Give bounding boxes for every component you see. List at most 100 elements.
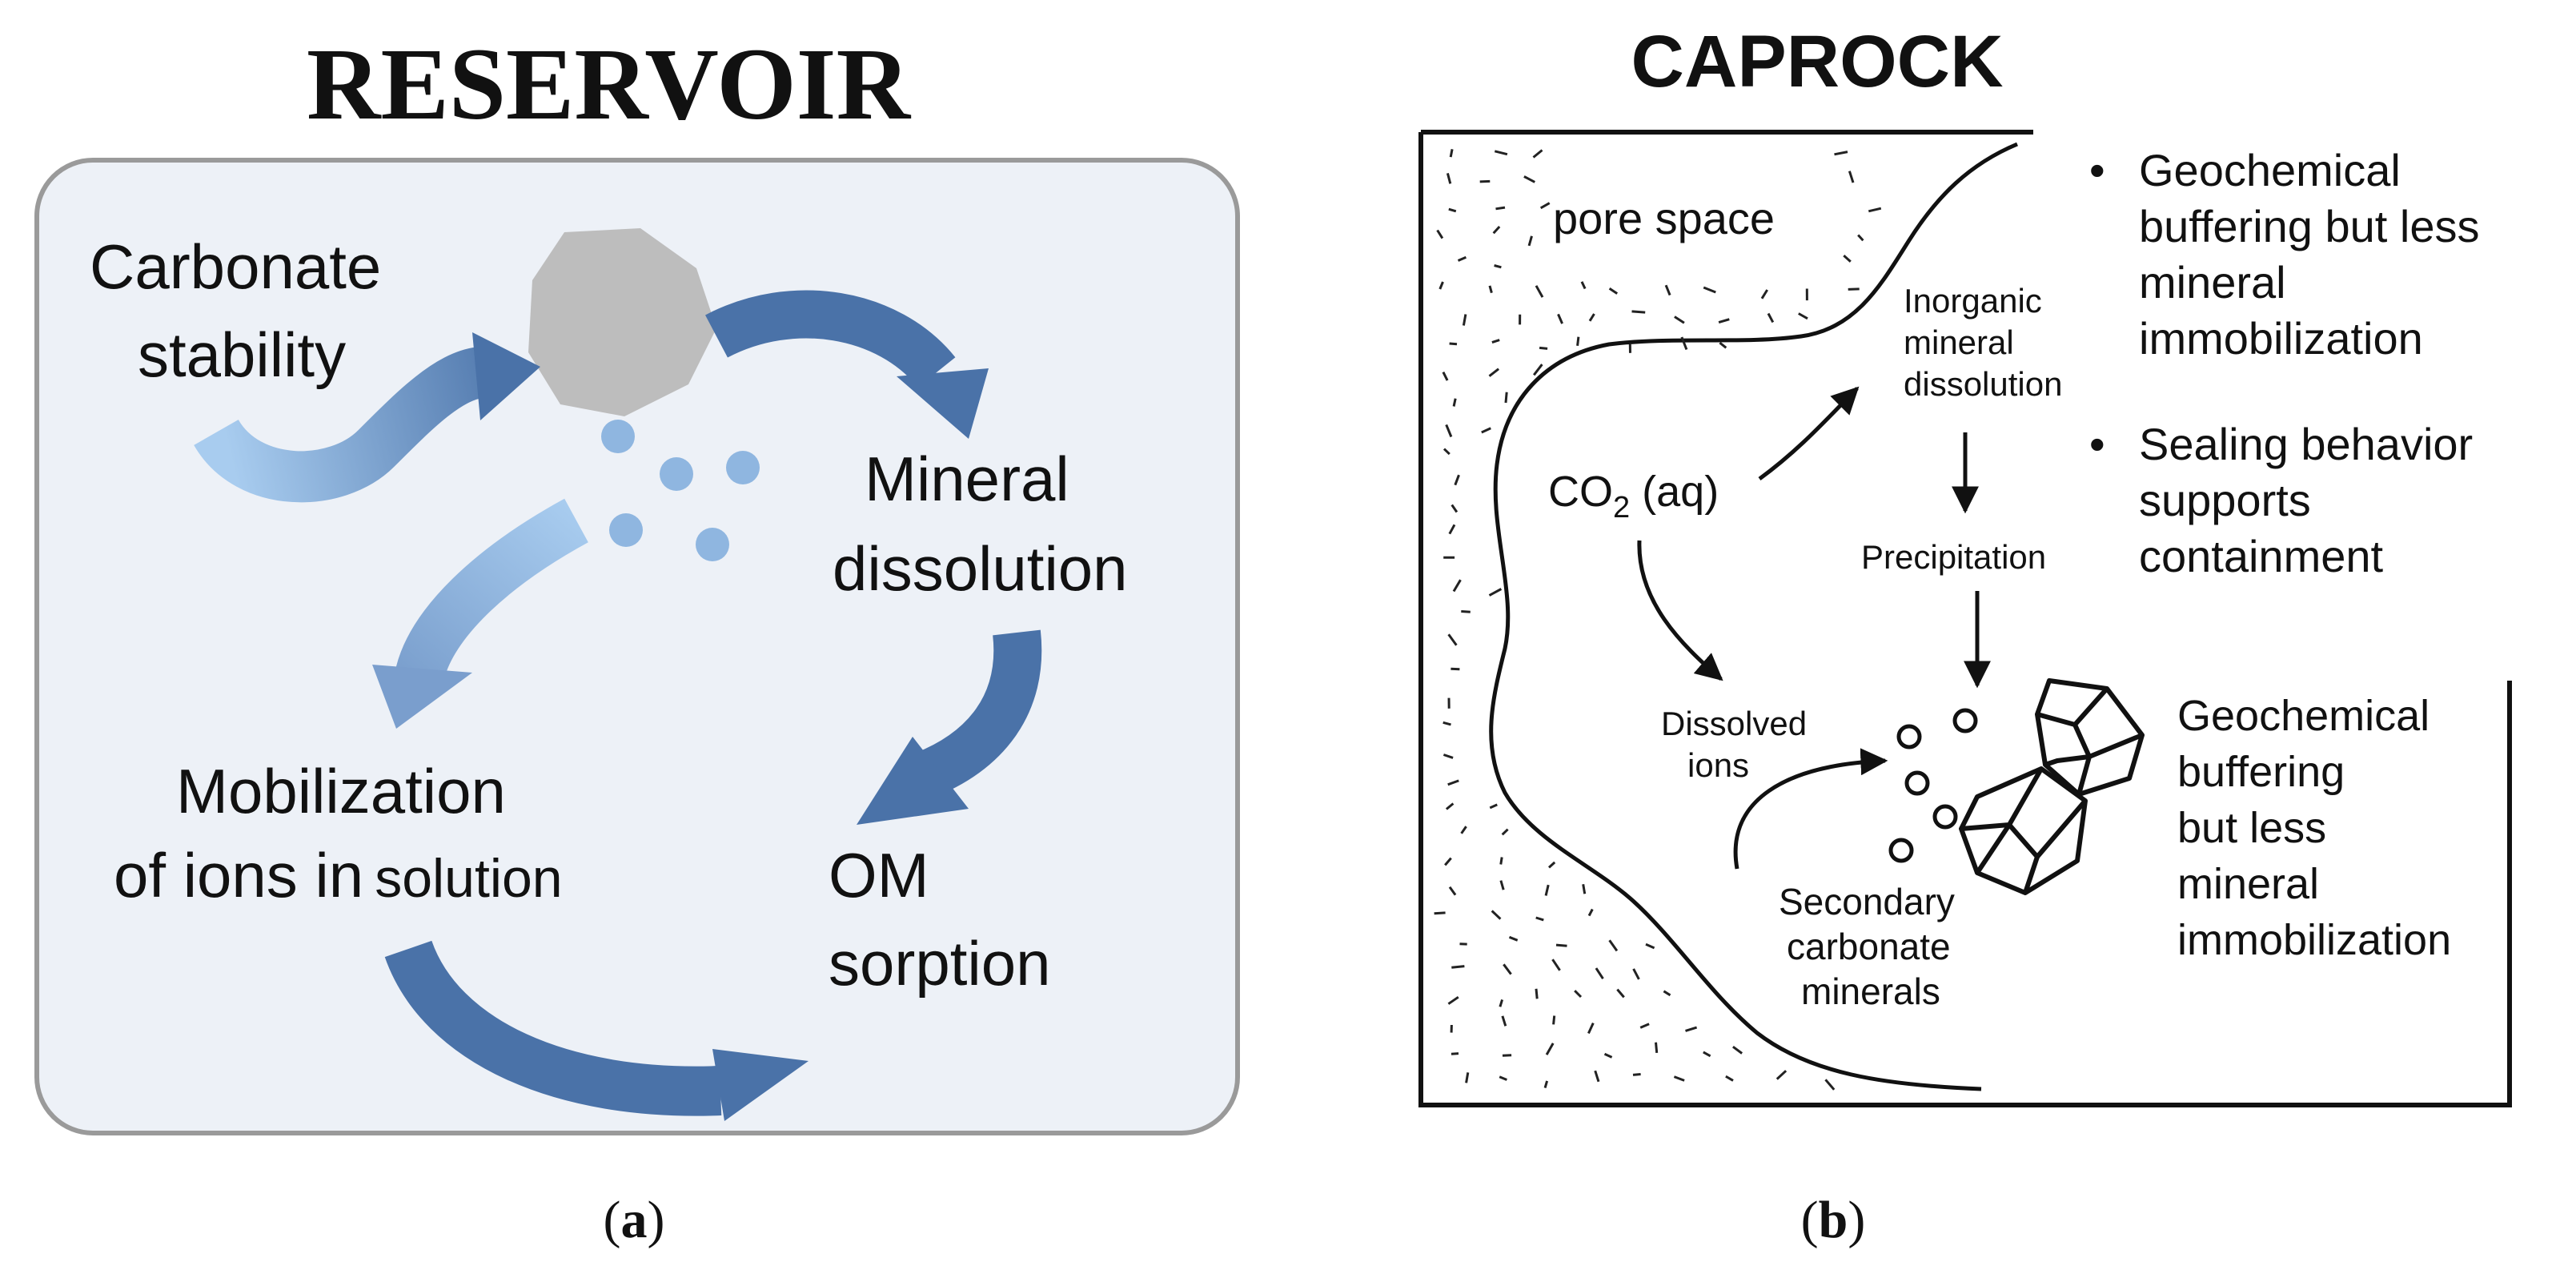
texture-speck (1575, 991, 1581, 997)
caprock-arrows (1639, 388, 1977, 869)
texture-speck (1849, 171, 1853, 183)
label-carbonate-line1: Carbonate (90, 231, 381, 302)
bullet-2-line1: Sealing behavior (2139, 419, 2473, 469)
texture-speck (1868, 208, 1881, 211)
label-secondary-line3: minerals (1801, 971, 1940, 1012)
texture-speck (1501, 881, 1503, 890)
arrow-co2-to-dissolved-ions (1639, 541, 1721, 679)
label-dissolved-line2: ions (1687, 746, 1749, 784)
label-mineral-line1: Mineral (865, 444, 1069, 514)
texture-speck (1582, 282, 1585, 289)
texture-speck (1595, 1071, 1599, 1082)
label-carbonate-line2: stability (138, 319, 346, 390)
texture-speck (1826, 1079, 1835, 1090)
label-inorganic-line1: Inorganic (1904, 282, 2042, 319)
texture-speck (1733, 1047, 1742, 1053)
bullet-2-line3: containment (2139, 531, 2384, 581)
texture-speck (1640, 1024, 1649, 1028)
texture-speck (1503, 830, 1508, 835)
texture-speck (1610, 940, 1617, 950)
texture-speck (1719, 319, 1729, 323)
bullet-1-line3: mineral (2139, 257, 2286, 307)
label-secondary-line1: Secondary (1779, 881, 1955, 922)
side-note: Geochemical buffering but less mineral i… (2177, 692, 2451, 964)
texture-speck (1848, 289, 1860, 290)
texture-speck (1634, 969, 1639, 979)
texture-speck (1583, 884, 1585, 894)
texture-speck (1500, 999, 1503, 1007)
texture-speck (1449, 634, 1457, 645)
label-dissolved-ions: Dissolved ions (1661, 705, 1807, 784)
texture-speck (1858, 235, 1863, 241)
texture-speck (1443, 755, 1453, 758)
texture-speck (1443, 372, 1447, 380)
caption-a: (a) (604, 1191, 665, 1249)
texture-speck (1459, 257, 1467, 260)
label-mobilization-line1: Mobilization (176, 756, 506, 826)
label-inorganic-line2: mineral (1904, 324, 2014, 361)
texture-speck (1454, 580, 1461, 591)
texture-speck (1503, 964, 1511, 974)
side-line2: buffering (2177, 748, 2345, 796)
texture-speck (1490, 805, 1497, 808)
texture-speck (1499, 1077, 1507, 1080)
label-inorganic-line3: dissolution (1904, 365, 2062, 403)
texture-speck (1674, 1077, 1684, 1081)
texture-speck (1663, 991, 1670, 995)
texture-speck (1447, 173, 1450, 183)
texture-speck (1686, 1027, 1697, 1031)
texture-speck (1590, 314, 1595, 321)
texture-speck (1494, 227, 1500, 233)
carbonate-crystals (1961, 681, 2142, 893)
texture-speck (1719, 343, 1726, 348)
panel-b-title: CAPROCK (1631, 21, 2003, 102)
arrow-secondary-to-ions (1735, 761, 1885, 869)
label-secondary-carbonate: Secondary carbonate minerals (1779, 881, 1955, 1012)
co2-subscript: 2 (1613, 491, 1630, 524)
crystal-icon (1961, 769, 2085, 893)
panel-a-reservoir: RESERVOIR (37, 27, 1238, 1249)
texture-speck (1799, 314, 1808, 319)
side-line4: mineral (2177, 860, 2319, 908)
panel-a-title: RESERVOIR (307, 27, 912, 141)
texture-speck (1463, 315, 1466, 326)
texture-speck (1490, 369, 1499, 376)
texture-speck (1448, 997, 1458, 1004)
ion-dot (660, 457, 693, 491)
texture-speck (1777, 1071, 1786, 1079)
texture-speck (1534, 151, 1543, 158)
texture-speck (1632, 311, 1646, 312)
texture-speck (1703, 1052, 1711, 1056)
texture-speck (1596, 968, 1603, 979)
texture-speck (1495, 151, 1507, 155)
ion-dot (609, 513, 643, 547)
texture-speck (1503, 1055, 1511, 1056)
texture-speck (1495, 266, 1502, 267)
texture-speck (1547, 1043, 1553, 1055)
ion-circle (1935, 806, 1956, 827)
texture-speck (1646, 944, 1655, 948)
texture-speck (1768, 314, 1773, 323)
texture-speck (1444, 449, 1450, 455)
texture-speck (1438, 231, 1442, 239)
label-pore-space: pore space (1553, 193, 1775, 243)
texture-speck (1835, 152, 1848, 155)
texture-speck (1524, 176, 1535, 182)
texture-speck (1480, 181, 1491, 182)
arrow-co2-to-inorganic (1759, 388, 1857, 479)
texture-speck (1492, 911, 1501, 919)
texture-speck (1490, 286, 1491, 293)
co2-aq-text: (aq) (1630, 468, 1719, 516)
texture-speck (1536, 989, 1537, 999)
texture-speck (1703, 287, 1715, 292)
texture-speck (1446, 424, 1451, 436)
ion-circle (1891, 840, 1912, 861)
texture-speck (1455, 475, 1459, 485)
texture-speck (1559, 314, 1563, 324)
label-precipitation: Precipitation (1861, 538, 2046, 576)
bullet-2-line2: supports (2139, 475, 2311, 525)
texture-speck (1506, 392, 1507, 403)
texture-speck (1605, 1054, 1612, 1057)
